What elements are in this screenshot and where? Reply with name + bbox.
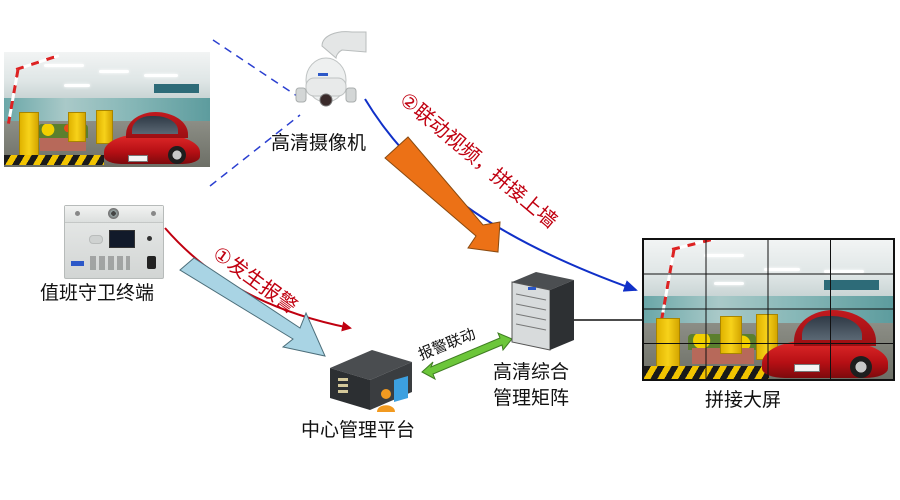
camera-label: 高清摄像机: [271, 132, 367, 154]
matrix-label-line2: 管理矩阵: [493, 387, 570, 409]
parking-lot-photo: [4, 52, 210, 167]
video-link-arrow: [364, 98, 638, 292]
center-platform-label: 中心管理平台: [301, 419, 416, 441]
matrix-label-line1: 高清综合: [493, 361, 570, 383]
matrix-rack-icon: [511, 272, 574, 351]
guard-terminal-icon: [64, 205, 164, 279]
video-feed-arrow: [384, 136, 501, 253]
video-wall-grid: [644, 240, 893, 379]
video-wall-label: 拼接大屏: [705, 389, 782, 411]
guard-terminal-label: 值班守卫终端: [40, 282, 155, 304]
camera-view-line-upper: [212, 39, 301, 99]
server-operator-icon: [330, 350, 412, 412]
alarm-signal-arrow: [179, 257, 326, 357]
dome-camera-icon: [295, 31, 367, 107]
camera-view-line-lower: [209, 114, 301, 187]
video-wall-icon: [642, 238, 895, 381]
